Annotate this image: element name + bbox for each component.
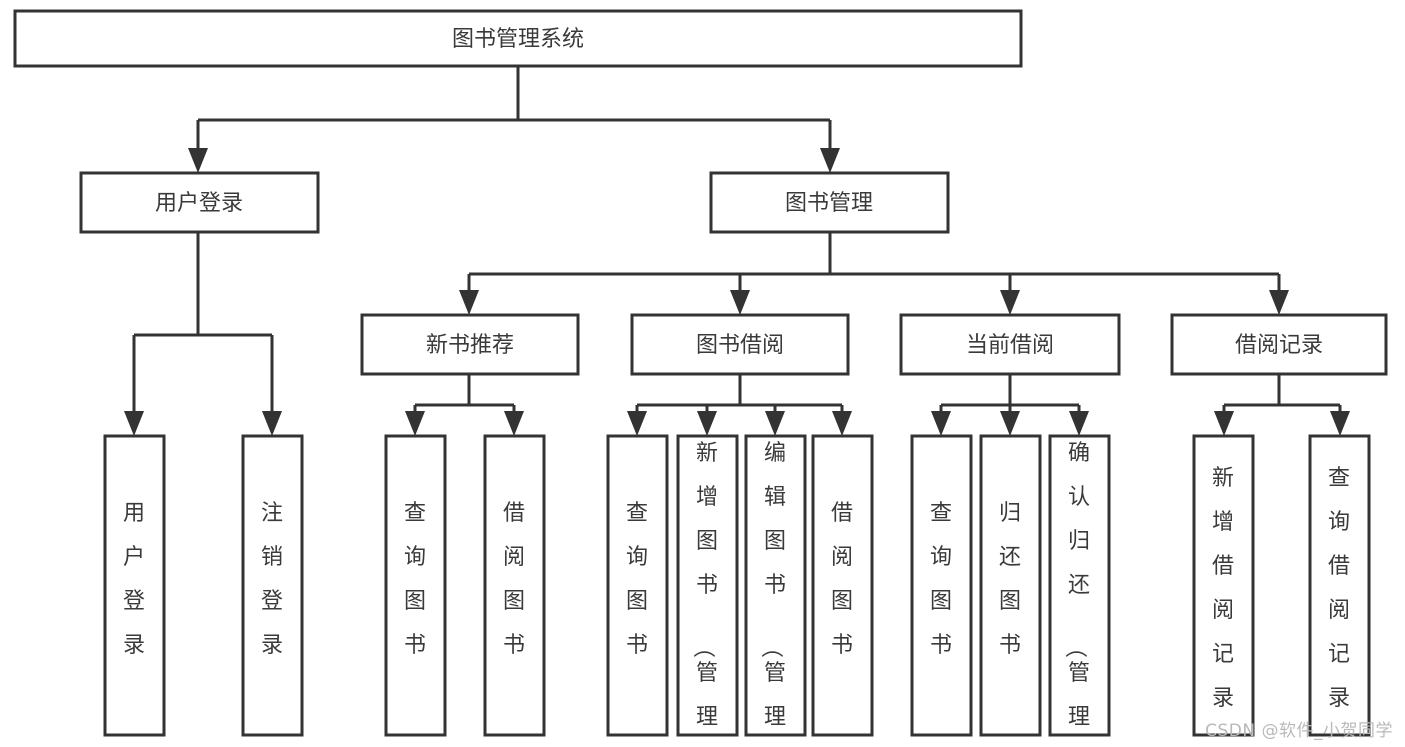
node-borrow-record-label: 借阅记录 bbox=[1235, 333, 1323, 358]
node-leaf-borrow-book-2-label: 借阅图书 bbox=[831, 501, 853, 658]
node-leaf-edit-book[interactable]: 编辑图书（管理员） bbox=[744, 434, 807, 747]
node-leaf-add-record-label: 新增借阅记录 bbox=[1212, 466, 1234, 711]
node-leaf-user-login[interactable]: 用户登录 bbox=[103, 434, 166, 737]
node-leaf-add-record-box[interactable] bbox=[1192, 434, 1255, 737]
arrow-head-borrow-record bbox=[1269, 290, 1289, 315]
connector-group-user-login bbox=[124, 232, 282, 436]
arrow-head-leaf-confirm-return bbox=[1069, 411, 1089, 436]
node-leaf-query-book-2-label: 查询图书 bbox=[626, 501, 648, 658]
node-user-login-box[interactable] bbox=[79, 171, 320, 234]
node-current-borrow-label: 当前借阅 bbox=[966, 333, 1054, 358]
node-leaf-query-book-1[interactable]: 查询图书 bbox=[384, 434, 447, 737]
node-leaf-query-record-box[interactable] bbox=[1308, 434, 1371, 737]
node-leaf-confirm-return-label: 确认归还（管理员） bbox=[1062, 441, 1090, 747]
node-leaf-query-book-3[interactable]: 查询图书 bbox=[910, 434, 973, 737]
connector-group-book-borrow bbox=[627, 374, 852, 436]
connector-group-current-borrow bbox=[931, 374, 1089, 436]
node-leaf-confirm-return-box[interactable] bbox=[1048, 434, 1111, 737]
node-leaf-user-login-label: 用户登录 bbox=[123, 501, 145, 658]
node-leaf-user-login-box[interactable] bbox=[103, 434, 166, 737]
node-leaf-query-book-3-label: 查询图书 bbox=[930, 501, 952, 658]
arrow-head-leaf-add-book bbox=[697, 411, 717, 436]
node-book-manage-box[interactable] bbox=[709, 171, 950, 234]
node-leaf-edit-book-label: 编辑图书（管理员） bbox=[758, 441, 786, 747]
node-leaf-query-book-1-box[interactable] bbox=[384, 434, 447, 737]
node-user-login[interactable]: 用户登录 bbox=[79, 171, 320, 234]
node-book-borrow-label: 图书借阅 bbox=[696, 333, 784, 358]
node-current-borrow-box[interactable] bbox=[899, 313, 1121, 376]
node-book-manage[interactable]: 图书管理 bbox=[709, 171, 950, 234]
node-leaf-query-book-2-box[interactable] bbox=[606, 434, 669, 737]
node-leaf-query-book-1-label: 查询图书 bbox=[404, 501, 426, 658]
node-leaf-return-book[interactable]: 归还图书 bbox=[979, 434, 1042, 737]
arrow-head-leaf-query-book-3 bbox=[931, 411, 951, 436]
arrow-head-current-borrow bbox=[1000, 290, 1020, 315]
node-new-book-recommend-box[interactable] bbox=[360, 313, 580, 376]
node-root[interactable]: 图书管理系统 bbox=[13, 9, 1023, 68]
arrow-head-new-book-recommend bbox=[459, 290, 479, 315]
node-leaf-borrow-book-1[interactable]: 借阅图书 bbox=[483, 434, 546, 737]
node-leaf-user-logout[interactable]: 注销登录 bbox=[241, 434, 304, 737]
arrow-head-leaf-query-book-1 bbox=[405, 411, 425, 436]
node-root-box[interactable] bbox=[13, 9, 1023, 68]
node-leaf-add-book-label: 新增图书（管理员） bbox=[690, 441, 718, 747]
node-user-login-label: 用户登录 bbox=[155, 191, 243, 216]
arrow-head-book-borrow bbox=[730, 290, 750, 315]
node-new-book-recommend[interactable]: 新书推荐 bbox=[360, 313, 580, 376]
arrow-head-leaf-borrow-book-1 bbox=[504, 411, 524, 436]
arrow-head-leaf-borrow-book-2 bbox=[832, 411, 852, 436]
arrow-head-leaf-query-record bbox=[1330, 411, 1350, 436]
node-leaf-query-record-label: 查询借阅记录 bbox=[1328, 466, 1350, 711]
node-leaf-add-record[interactable]: 新增借阅记录 bbox=[1192, 434, 1255, 737]
arrow-head-user-login bbox=[188, 148, 208, 173]
node-leaf-borrow-book-2[interactable]: 借阅图书 bbox=[811, 434, 874, 737]
connector-group-new-book-recommend bbox=[405, 374, 524, 436]
node-borrow-record-box[interactable] bbox=[1170, 313, 1388, 376]
node-root-label: 图书管理系统 bbox=[452, 27, 584, 52]
node-leaf-borrow-book-1-label: 借阅图书 bbox=[503, 501, 525, 658]
node-book-borrow[interactable]: 图书借阅 bbox=[630, 313, 850, 376]
node-book-borrow-box[interactable] bbox=[630, 313, 850, 376]
arrow-head-leaf-user-logout bbox=[262, 411, 282, 436]
node-leaf-query-book-2[interactable]: 查询图书 bbox=[606, 434, 669, 737]
node-leaf-return-book-label: 归还图书 bbox=[999, 501, 1021, 658]
node-leaf-add-book[interactable]: 新增图书（管理员） bbox=[676, 434, 739, 747]
arrow-head-leaf-user-login bbox=[124, 411, 144, 436]
node-leaf-confirm-return[interactable]: 确认归还（管理员） bbox=[1048, 434, 1111, 747]
node-book-manage-label: 图书管理 bbox=[785, 191, 873, 216]
node-leaf-query-record[interactable]: 查询借阅记录 bbox=[1308, 434, 1371, 737]
connector-group-root bbox=[188, 66, 840, 173]
node-leaf-user-logout-label: 注销登录 bbox=[261, 501, 283, 658]
node-leaf-borrow-book-2-box[interactable] bbox=[811, 434, 874, 737]
arrow-head-book-manage bbox=[820, 148, 840, 173]
node-leaf-borrow-book-1-box[interactable] bbox=[483, 434, 546, 737]
arrow-head-leaf-return-book bbox=[1000, 411, 1020, 436]
arrow-head-leaf-query-book-2 bbox=[627, 411, 647, 436]
connector-group-borrow-record bbox=[1214, 374, 1350, 436]
node-leaf-query-book-3-box[interactable] bbox=[910, 434, 973, 737]
node-new-book-recommend-label: 新书推荐 bbox=[426, 333, 514, 358]
node-leaf-edit-book-box[interactable] bbox=[744, 434, 807, 737]
node-leaf-user-logout-box[interactable] bbox=[241, 434, 304, 737]
node-borrow-record[interactable]: 借阅记录 bbox=[1170, 313, 1388, 376]
arrow-head-leaf-edit-book bbox=[765, 411, 785, 436]
connector-group-book-manage bbox=[459, 232, 1289, 315]
node-leaf-return-book-box[interactable] bbox=[979, 434, 1042, 737]
node-leaf-add-book-box[interactable] bbox=[676, 434, 739, 737]
arrow-head-leaf-add-record bbox=[1214, 411, 1234, 436]
node-current-borrow[interactable]: 当前借阅 bbox=[899, 313, 1121, 376]
